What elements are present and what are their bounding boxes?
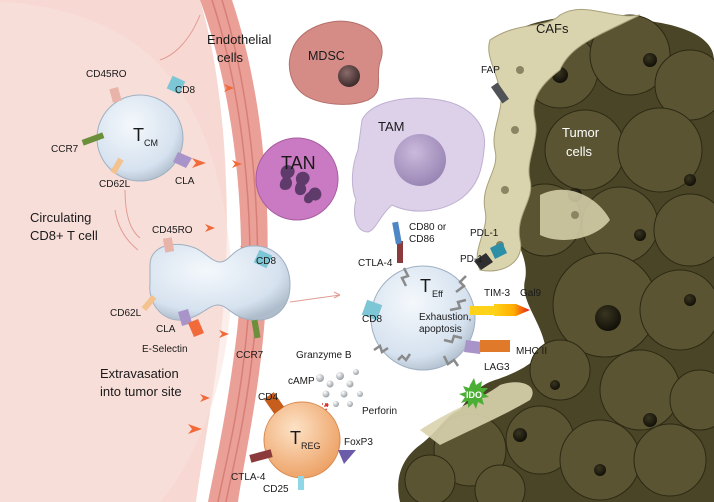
treg-cd25-receptor xyxy=(298,476,304,490)
circulating-label-line1: Circulating xyxy=(30,210,91,225)
tan-cell: TAN xyxy=(255,137,339,221)
teff-cd80-label-line1: CD80 or xyxy=(409,222,447,233)
teff-lag3-receptor xyxy=(464,340,482,354)
tumor-cells-label-line1: Tumor xyxy=(562,125,600,140)
mig-cd45ro-label: CD45RO xyxy=(152,225,193,236)
mig-cd8-receptor xyxy=(253,249,273,269)
teff-tim3-receptor xyxy=(470,306,496,315)
circulating-label-line2: CD8+ T cell xyxy=(30,228,98,243)
tcm-cla-label: CLA xyxy=(175,176,195,187)
tcm-cd45ro-receptor xyxy=(109,86,122,103)
tam-cell: TAM xyxy=(351,97,486,233)
teff-tim3-label: TIM-3 xyxy=(484,288,511,299)
treg-cd4-receptor xyxy=(263,392,285,414)
fap-label: FAP xyxy=(481,65,500,76)
mig-cd8-label: CD8 xyxy=(256,256,276,267)
endothelial-label-line1: Endothelial xyxy=(207,32,271,47)
mdsc-label: MDSC xyxy=(308,49,345,63)
tcm-label-main: T xyxy=(133,125,144,145)
teff-cd80-ligand xyxy=(392,221,402,245)
teff-ido-label: IDO xyxy=(466,390,482,400)
teff-cd8-label: CD8 xyxy=(362,314,382,325)
mig-ccr7-label: CCR7 xyxy=(236,350,264,361)
mig-eselectin-label: E-Selectin xyxy=(142,344,188,355)
teff-pd1-label: PD-1 xyxy=(460,254,483,265)
teff-pd1-receptor xyxy=(474,253,493,270)
tumor-cells-label-line2: cells xyxy=(566,144,593,159)
teff-cell: T Eff Exhaustion, apoptosis PD-1 PDL-1 C… xyxy=(358,221,547,409)
teff-ctla4-receptor xyxy=(397,241,403,263)
cafs-layer xyxy=(420,8,641,445)
mig-cd62l-label: CD62L xyxy=(110,308,142,319)
granzyme-label: Granzyme B xyxy=(296,350,352,361)
teff-gal9-ligand xyxy=(494,304,530,316)
treg-cd4-label: CD4 xyxy=(258,392,278,403)
teff-ctla4-label: CTLA-4 xyxy=(358,258,393,269)
treg-label-sub: REG xyxy=(301,441,321,451)
teff-cd8-receptor xyxy=(361,299,383,321)
teff-pdl1-label: PDL-1 xyxy=(470,228,499,239)
treg-label-main: T xyxy=(290,428,301,448)
mig-cd45ro-receptor xyxy=(162,237,175,253)
teff-gal9-label: Gal9 xyxy=(520,288,542,299)
endothelial-label-line2: cells xyxy=(217,50,244,65)
treg-ctla4-receptor xyxy=(249,449,273,463)
inhibitory-signals xyxy=(373,267,467,367)
tcm-cd45ro-label: CD45RO xyxy=(86,69,127,80)
perforin-label: Perforin xyxy=(362,406,397,417)
extravasation-label-line2: into tumor site xyxy=(100,384,182,399)
teff-state-line2: apoptosis xyxy=(419,324,462,335)
tumor-mass xyxy=(398,14,714,502)
teff-mhc2-label: MHC II xyxy=(516,346,547,357)
mdsc-cell: MDSC xyxy=(288,20,383,105)
treg-cell: T REG CD4 CTLA-4 FoxP3 CD25 xyxy=(231,392,373,495)
tcm-ccr7-label: CCR7 xyxy=(51,144,79,155)
treg-foxp3-label: FoxP3 xyxy=(344,437,373,448)
mig-eselectin-receptor xyxy=(188,319,204,337)
tcm-cd8-label: CD8 xyxy=(175,85,195,96)
tcm-cd62l-label: CD62L xyxy=(99,179,131,190)
fap-receptor xyxy=(490,82,510,104)
tcm-cell: T CM CD45RO CD8 CCR7 CD62L CLA xyxy=(51,69,206,190)
tcm-cd62l-receptor xyxy=(110,157,124,175)
cytotoxic-granules xyxy=(316,369,363,407)
tcm-label-sub: CM xyxy=(144,138,158,148)
tcm-cla-arrow xyxy=(192,158,206,168)
extravasation-label-line1: Extravasation xyxy=(100,366,179,381)
camp-label: cAMP xyxy=(288,376,315,387)
tcm-cla-receptor xyxy=(173,152,192,168)
tan-label: TAN xyxy=(281,153,316,173)
teff-cd80-label-line2: CD86 xyxy=(409,234,435,245)
treg-foxp3-marker xyxy=(338,450,356,464)
tam-label: TAM xyxy=(378,119,404,134)
mig-cd62l-receptor xyxy=(141,294,157,312)
tcm-ccr7-receptor xyxy=(81,132,105,146)
mig-cla-receptor xyxy=(178,309,192,326)
mig-ccr7-receptor xyxy=(251,319,261,339)
teff-pdl1-ligand xyxy=(490,242,507,259)
tcm-cd8-receptor xyxy=(166,75,186,95)
cafs-label: CAFs xyxy=(536,21,569,36)
teff-label-main: T xyxy=(420,276,431,296)
teff-label-sub: Eff xyxy=(432,289,443,299)
treg-ctla4-label: CTLA-4 xyxy=(231,472,266,483)
pathway-arrows xyxy=(114,14,341,303)
teff-state-line1: Exhaustion, xyxy=(419,312,471,323)
ido-burst xyxy=(459,378,489,409)
treg-cd25-label: CD25 xyxy=(263,484,289,495)
teff-mhc2-ligand xyxy=(480,340,510,352)
teff-lag3-label: LAG3 xyxy=(484,362,510,373)
mig-cla-label: CLA xyxy=(156,324,176,335)
migrating-tcell: CD45RO CD8 CD62L CLA E-Selectin CCR7 xyxy=(110,225,291,361)
